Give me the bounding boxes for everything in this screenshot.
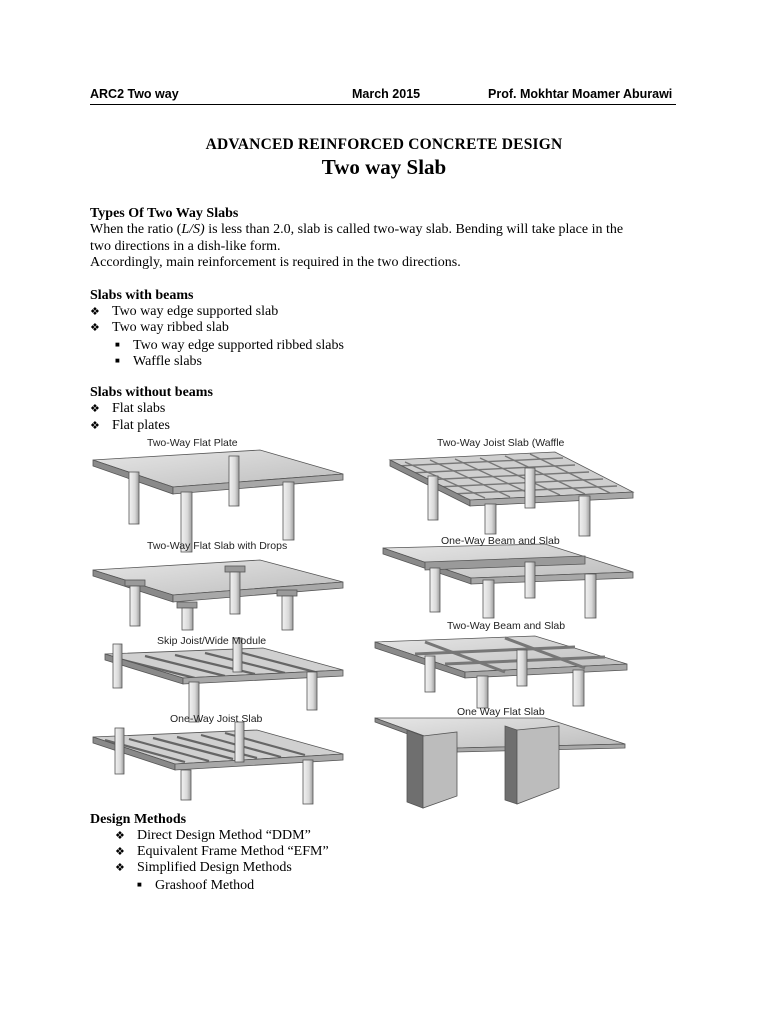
figure-caption: Skip Joist/Wide Module bbox=[157, 635, 266, 647]
list-item-label: Two way ribbed slab bbox=[112, 320, 229, 335]
one-way-beam-slab-drawing bbox=[382, 543, 634, 619]
flat-slab-drops-drawing bbox=[92, 559, 344, 631]
list-item: ❖ Direct Design Method “DDM” bbox=[115, 827, 311, 845]
diamond-bullet-icon: ❖ bbox=[115, 862, 125, 874]
sub-list-item: ■ Two way edge supported ribbed slabs bbox=[115, 336, 344, 354]
list-item: ❖ Equivalent Frame Method “EFM” bbox=[115, 843, 329, 861]
list-item-label: Two way edge supported ribbed slabs bbox=[133, 338, 344, 353]
list-item-label: Flat plates bbox=[112, 418, 170, 433]
header-left: ARC2 Two way bbox=[90, 87, 179, 101]
design-heading: Design Methods bbox=[90, 812, 187, 827]
figure-caption: Two-Way Joist Slab (Waffle bbox=[437, 437, 565, 449]
figure-caption: Two-Way Flat Plate bbox=[147, 437, 238, 449]
list-item-label: Flat slabs bbox=[112, 401, 166, 416]
one-way-joist-drawing bbox=[92, 721, 344, 805]
list-item: ❖ Two way ribbed slab bbox=[90, 319, 229, 337]
diamond-bullet-icon: ❖ bbox=[90, 403, 100, 415]
figure-caption: Two-Way Flat Slab with Drops bbox=[147, 540, 287, 552]
square-bullet-icon: ■ bbox=[115, 340, 120, 349]
types-heading: Types Of Two Way Slabs bbox=[90, 206, 239, 221]
square-bullet-icon: ■ bbox=[137, 880, 142, 889]
list-item-label: Grashoof Method bbox=[155, 878, 255, 893]
list-item-label: Equivalent Frame Method “EFM” bbox=[137, 844, 329, 859]
slab-types-figure: Two-Way Flat Plate Two-Way Flat Slab wit… bbox=[92, 437, 635, 809]
document-title: ADVANCED REINFORCED CONCRETE DESIGN bbox=[205, 136, 563, 153]
diamond-bullet-icon: ❖ bbox=[90, 306, 100, 318]
figure-caption: One-Way Beam and Slab bbox=[441, 535, 560, 547]
header-date: March 2015 bbox=[352, 87, 421, 101]
diamond-bullet-icon: ❖ bbox=[115, 846, 125, 858]
header-rule bbox=[90, 104, 676, 105]
with-beams-heading: Slabs with beams bbox=[90, 288, 194, 303]
sub-list-item: ■ Grashoof Method bbox=[137, 876, 254, 894]
types-paragraph-line1: When the ratio (L/S) is less than 2.0, s… bbox=[90, 221, 623, 238]
types-text: is less than 2.0, slab is called two-way… bbox=[204, 222, 624, 237]
square-bullet-icon: ■ bbox=[115, 356, 120, 365]
list-item-label: Direct Design Method “DDM” bbox=[137, 828, 311, 843]
ratio-symbol: L/S) bbox=[181, 222, 205, 237]
figure-caption: One Way Flat Slab bbox=[457, 706, 545, 718]
list-item-label: Simplified Design Methods bbox=[137, 860, 292, 875]
flat-plate-drawing bbox=[92, 449, 344, 553]
two-way-beam-slab-drawing bbox=[374, 635, 628, 709]
one-way-flat-slab-drawing bbox=[374, 717, 626, 809]
header-author: Prof. Mokhtar Moamer Aburawi bbox=[488, 87, 673, 101]
diamond-bullet-icon: ❖ bbox=[90, 420, 100, 432]
waffle-slab-drawing bbox=[388, 451, 635, 537]
document-subtitle: Two way Slab bbox=[321, 155, 447, 179]
without-beams-heading: Slabs without beams bbox=[90, 385, 213, 400]
types-paragraph-line2: two directions in a dish-like form. bbox=[90, 239, 281, 254]
list-item-label: Two way edge supported slab bbox=[112, 304, 279, 319]
figure-caption: Two-Way Beam and Slab bbox=[447, 620, 565, 632]
sub-list-item: ■ Waffle slabs bbox=[115, 352, 202, 370]
diamond-bullet-icon: ❖ bbox=[115, 830, 125, 842]
list-item: ❖ Flat slabs bbox=[90, 400, 165, 418]
types-paragraph-line3: Accordingly, main reinforcement is requi… bbox=[90, 255, 461, 270]
list-item: ❖ Flat plates bbox=[90, 417, 170, 435]
list-item: ❖ Simplified Design Methods bbox=[115, 859, 292, 877]
types-text: When the ratio ( bbox=[90, 222, 182, 237]
list-item: ❖ Two way edge supported slab bbox=[90, 303, 278, 321]
diamond-bullet-icon: ❖ bbox=[90, 322, 100, 334]
list-item-label: Waffle slabs bbox=[133, 354, 202, 369]
figure-caption: One-Way Joist Slab bbox=[170, 713, 263, 725]
skip-joist-drawing bbox=[104, 637, 344, 723]
